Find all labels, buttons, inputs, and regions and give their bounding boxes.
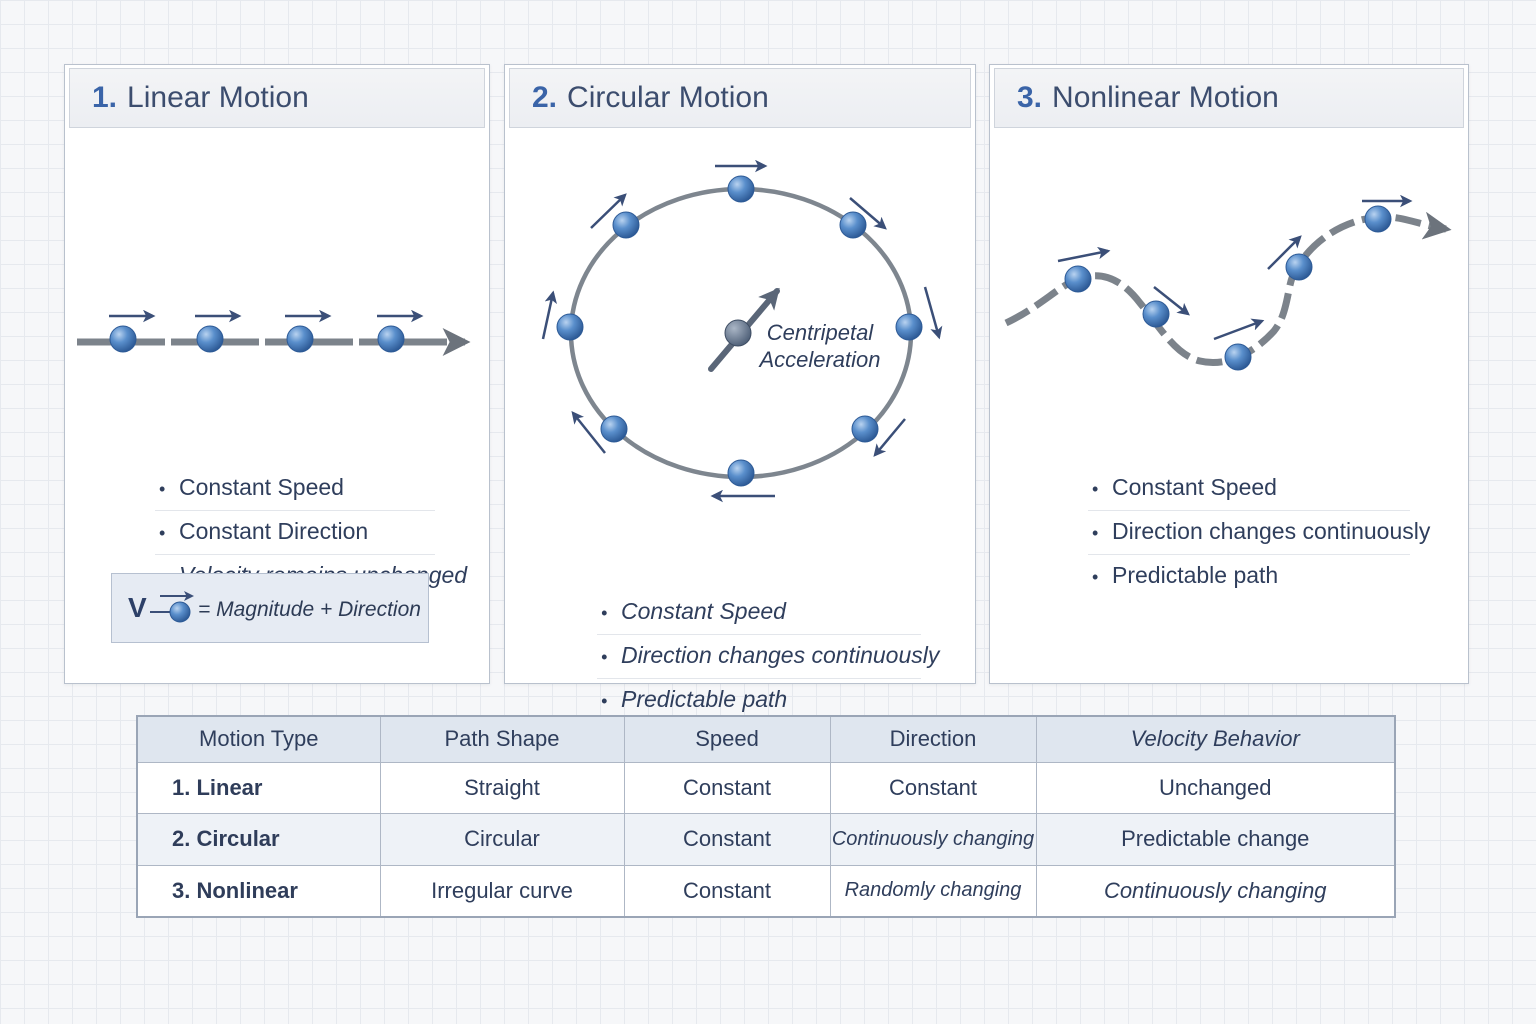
linear-ball-4 bbox=[377, 309, 424, 353]
table-cell: Constant bbox=[829, 761, 1037, 815]
panel-header: 3. Nonlinear Motion bbox=[994, 68, 1464, 128]
bullet-item: •Direction changes continuously bbox=[1088, 511, 1430, 555]
circle-ball-bottom-left bbox=[571, 411, 628, 454]
circular-bullet-list: •Constant Speed •Direction changes conti… bbox=[597, 591, 939, 722]
column-header: Speed bbox=[623, 715, 831, 763]
circle-ball-top bbox=[715, 159, 768, 203]
circular-motion-diagram bbox=[541, 159, 943, 503]
table-cell: Continuously changing bbox=[1035, 864, 1396, 918]
table-cell: Constant bbox=[623, 813, 831, 866]
table-cell: Circular bbox=[379, 813, 625, 866]
table-row: 3. Nonlinear Irregular curve Constant Ra… bbox=[136, 864, 1396, 918]
panel-number: 2. bbox=[532, 81, 558, 114]
table-cell: Straight bbox=[379, 761, 625, 815]
column-header: Motion Type bbox=[136, 715, 381, 763]
table-cell: Predictable change bbox=[1035, 813, 1396, 866]
linear-ball-2 bbox=[195, 309, 242, 353]
panel-number: 3. bbox=[1017, 81, 1043, 114]
table-cell: Continuously changing bbox=[829, 813, 1037, 866]
panel-number: 1. bbox=[92, 81, 118, 114]
centripetal-label-line: Centripetal bbox=[766, 320, 874, 345]
circle-ball-top-left bbox=[590, 193, 640, 239]
linear-motion-diagram bbox=[77, 309, 471, 356]
formula-text: = Magnitude + Direction bbox=[198, 598, 421, 621]
nonlinear-ball-4 bbox=[1267, 235, 1313, 281]
velocity-vector-icon bbox=[150, 591, 194, 623]
circle-ball-left bbox=[541, 290, 584, 341]
nonlinear-motion-diagram bbox=[1004, 194, 1452, 371]
panel-title: Linear Motion bbox=[127, 81, 309, 114]
table-row: 2. Circular Circular Constant Continuous… bbox=[136, 813, 1396, 866]
table-cell: Randomly changing bbox=[829, 864, 1037, 918]
velocity-formula-box: V = Magnitude + Direction bbox=[111, 573, 429, 643]
bullet-item: •Constant Speed bbox=[1088, 467, 1410, 511]
nonlinear-motion-panel: 3. Nonlinear Motion •Constant Speed •Dir… bbox=[989, 64, 1469, 684]
table-cell: 3. Nonlinear bbox=[136, 864, 381, 918]
table-cell: 2. Circular bbox=[136, 813, 381, 866]
linear-motion-panel: 1. Linear Motion •Constant Speed •Consta… bbox=[64, 64, 490, 684]
table-cell: 1. Linear bbox=[136, 761, 381, 815]
linear-ball-3 bbox=[285, 309, 332, 353]
motion-comparison-table: Motion Type Path Shape Speed Direction V… bbox=[136, 715, 1396, 918]
table-cell: Constant bbox=[623, 761, 831, 815]
acceleration-label-line: Acceleration bbox=[759, 347, 881, 372]
nonlinear-ball-3 bbox=[1213, 318, 1265, 371]
bullet-item: •Constant Speed bbox=[155, 467, 435, 511]
circle-ball-bottom bbox=[710, 459, 775, 503]
column-header: Path Shape bbox=[379, 715, 625, 763]
bullet-item: •Predictable path bbox=[1092, 562, 1279, 588]
panel-header: 2. Circular Motion bbox=[509, 68, 971, 128]
table-header-row: Motion Type Path Shape Speed Direction V… bbox=[136, 715, 1396, 763]
nonlinear-ball-1 bbox=[1057, 246, 1111, 293]
panel-header: 1. Linear Motion bbox=[69, 68, 485, 128]
panel-title: Circular Motion bbox=[567, 81, 769, 114]
bullet-item: •Constant Direction bbox=[155, 511, 435, 555]
bullet-item: •Direction changes continuously bbox=[597, 635, 939, 679]
table-cell: Constant bbox=[623, 864, 831, 918]
nonlinear-ball-2 bbox=[1142, 286, 1190, 328]
panel-title: Nonlinear Motion bbox=[1052, 81, 1279, 114]
velocity-symbol: V bbox=[128, 592, 147, 623]
nonlinear-ball-5 bbox=[1362, 194, 1413, 233]
linear-ball-1 bbox=[109, 309, 156, 353]
center-ball bbox=[724, 319, 752, 347]
centripetal-acceleration-label: Centripetal Acceleration bbox=[735, 319, 905, 373]
table-cell: Unchanged bbox=[1035, 761, 1396, 815]
table-cell: Irregular curve bbox=[379, 864, 625, 918]
column-header: Direction bbox=[829, 715, 1037, 763]
bullet-item: •Constant Speed bbox=[597, 591, 921, 635]
nonlinear-bullet-list: •Constant Speed •Direction changes conti… bbox=[1088, 467, 1430, 598]
column-header: Velocity Behavior bbox=[1035, 715, 1396, 763]
table-row: 1. Linear Straight Constant Constant Unc… bbox=[136, 761, 1396, 815]
circle-ball-top-right bbox=[839, 197, 887, 239]
bullet-item: •Predictable path bbox=[601, 686, 788, 712]
circular-motion-panel: 2. Circular Motion bbox=[504, 64, 976, 712]
circle-ball-right bbox=[895, 286, 943, 341]
circle-ball-bottom-right bbox=[851, 415, 906, 457]
